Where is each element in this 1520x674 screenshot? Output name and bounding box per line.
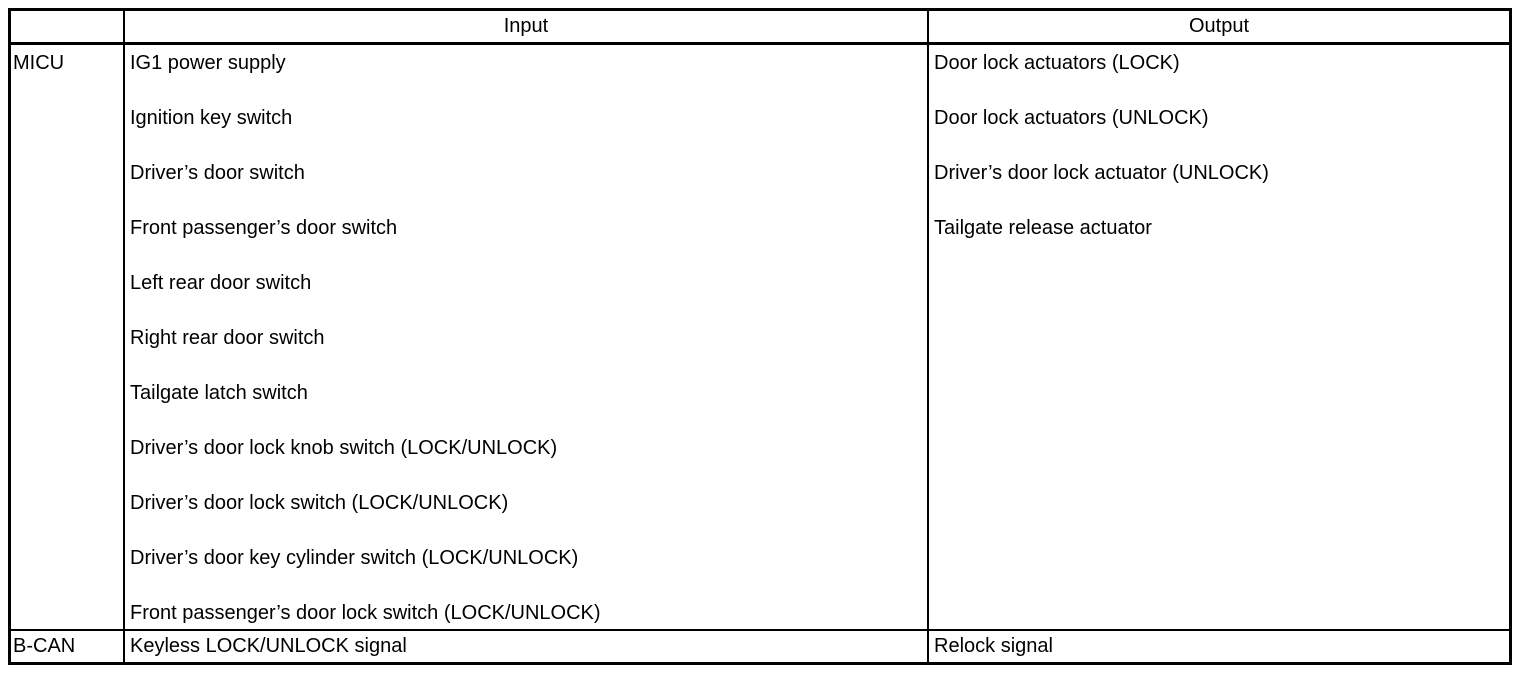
input-item: Tailgate latch switch xyxy=(130,382,308,404)
header-input: Input xyxy=(123,11,927,45)
input-item: Front passenger’s door lock switch (LOCK… xyxy=(130,602,601,624)
input-item: Driver’s door lock switch (LOCK/UNLOCK) xyxy=(130,492,509,514)
bcan-input-cell: Keyless LOCK/UNLOCK signal xyxy=(123,629,927,662)
micu-outputs-cell: Door lock actuators (LOCK) Door lock act… xyxy=(927,45,1509,629)
row-source-bcan: B-CAN xyxy=(11,629,123,662)
input-item: Driver’s door key cylinder switch (LOCK/… xyxy=(130,547,579,569)
io-table: Input Output MICU IG1 power supply Ignit… xyxy=(8,8,1512,665)
micu-inputs-cell: IG1 power supply Ignition key switch Dri… xyxy=(123,45,927,629)
header-output: Output xyxy=(927,11,1509,45)
input-item: IG1 power supply xyxy=(130,52,286,74)
input-item: Right rear door switch xyxy=(130,327,325,349)
output-item: Driver’s door lock actuator (UNLOCK) xyxy=(934,162,1269,184)
output-item: Door lock actuators (LOCK) xyxy=(934,52,1180,74)
input-item: Driver’s door lock knob switch (LOCK/UNL… xyxy=(130,437,558,459)
header-source-cell xyxy=(11,11,123,45)
input-item: Left rear door switch xyxy=(130,272,312,294)
output-item: Tailgate release actuator xyxy=(934,217,1152,239)
row-source-micu: MICU xyxy=(13,52,65,74)
input-item: Front passenger’s door switch xyxy=(130,217,398,239)
output-item: Door lock actuators (UNLOCK) xyxy=(934,107,1209,129)
input-item: Driver’s door switch xyxy=(130,162,305,184)
bcan-output-cell: Relock signal xyxy=(927,629,1509,662)
input-item: Ignition key switch xyxy=(130,107,293,129)
